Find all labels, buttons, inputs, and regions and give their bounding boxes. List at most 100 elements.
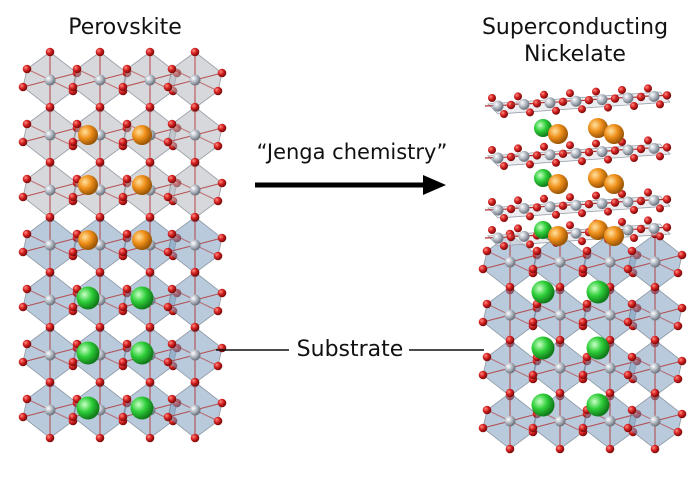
- nickel-atom: [144, 74, 156, 86]
- oxygen-atom: [45, 377, 55, 387]
- oxygen-atom: [673, 427, 683, 437]
- green-atom: [531, 280, 555, 304]
- oxygen-atom: [578, 105, 586, 114]
- nickelate-title-line1: Superconducting: [481, 15, 669, 40]
- nickel-atom: [189, 129, 201, 141]
- oxygen-atom: [163, 82, 173, 92]
- oxygen-atom: [623, 317, 633, 327]
- oxygen-atom: [644, 84, 652, 93]
- oxygen-atom: [662, 195, 672, 204]
- oxygen-atom: [22, 119, 32, 129]
- green-atom: [531, 336, 555, 360]
- oxygen-atom: [163, 412, 173, 422]
- green-atom: [76, 341, 100, 365]
- oxygen-atom: [610, 198, 620, 207]
- oxygen-atom: [213, 251, 223, 261]
- oxygen-atom: [45, 322, 55, 332]
- oxygen-atom: [673, 268, 683, 278]
- oxygen-atom: [673, 374, 683, 384]
- nickel-atom: [554, 309, 566, 321]
- oxygen-atom: [578, 157, 586, 166]
- oxygen-atom: [190, 212, 200, 222]
- nickel-atom: [649, 415, 661, 427]
- oxygen-atom: [500, 110, 508, 118]
- oxygen-atom: [630, 102, 638, 110]
- green-atom: [534, 221, 552, 239]
- oxygen-atom: [145, 322, 155, 332]
- oxygen-atom: [18, 192, 28, 202]
- oxygen-atom: [488, 226, 496, 234]
- oxygen-atom: [163, 192, 173, 202]
- oxygen-atom: [18, 302, 28, 312]
- oxygen-atom: [122, 119, 132, 129]
- oxygen-atom: [488, 146, 496, 154]
- oxygen-atom: [500, 242, 508, 250]
- oxygen-atom: [22, 284, 32, 294]
- oxygen-atom: [68, 412, 78, 422]
- oxygen-atom: [488, 198, 496, 206]
- oxygen-atom: [558, 149, 568, 158]
- oxygen-atom: [500, 214, 508, 222]
- oxygen-atom: [18, 357, 28, 367]
- green-atom: [534, 169, 552, 187]
- oxygen-atom: [656, 152, 664, 161]
- nickel-atom: [44, 184, 56, 196]
- orange-atom: [548, 174, 568, 194]
- oxygen-atom: [217, 398, 227, 408]
- oxygen-atom: [95, 322, 105, 332]
- green-atom: [586, 393, 610, 417]
- oxygen-atom: [578, 370, 588, 380]
- nickel-atom: [604, 256, 616, 268]
- nickelate-structure: [478, 84, 687, 454]
- nickel-atom: [622, 144, 634, 156]
- oxygen-atom: [636, 196, 646, 206]
- oxygen-atom: [528, 264, 538, 274]
- oxygen-atom: [636, 224, 646, 234]
- oxygen-atom: [22, 174, 32, 184]
- oxygen-atom: [644, 136, 652, 145]
- green-atom: [531, 393, 555, 417]
- nickel-atom: [649, 362, 661, 374]
- nickel-atom: [648, 194, 660, 206]
- oxygen-atom: [217, 68, 227, 78]
- oxygen-atom: [122, 64, 132, 74]
- oxygen-atom: [190, 377, 200, 387]
- oxygen-atom: [592, 139, 600, 148]
- oxygen-atom: [514, 92, 522, 101]
- nickel-atom: [544, 97, 556, 109]
- oxygen-atom: [190, 157, 200, 167]
- oxygen-atom: [18, 412, 28, 422]
- oxygen-atom: [190, 102, 200, 112]
- nickel-atom: [492, 232, 504, 244]
- nickel-atom: [622, 196, 634, 208]
- oxygen-atom: [582, 299, 592, 309]
- oxygen-atom: [506, 232, 516, 242]
- nickel-atom: [189, 74, 201, 86]
- oxygen-atom: [213, 196, 223, 206]
- oxygen-atom: [526, 160, 534, 169]
- oxygen-atom: [22, 339, 32, 349]
- nickel-atom: [570, 95, 582, 107]
- oxygen-atom: [145, 212, 155, 222]
- oxygen-atom: [532, 151, 542, 160]
- oxygen-atom: [650, 444, 660, 454]
- oxygen-atom: [68, 302, 78, 312]
- orange-atom: [588, 220, 608, 240]
- oxygen-atom: [482, 405, 492, 415]
- oxygen-atom: [673, 321, 683, 331]
- nickel-atom: [189, 294, 201, 306]
- oxygen-atom: [592, 87, 600, 96]
- oxygen-atom: [636, 144, 646, 154]
- orange-atom: [588, 168, 608, 188]
- oxygen-atom: [505, 335, 515, 345]
- nickel-atom: [189, 349, 201, 361]
- oxygen-atom: [558, 97, 568, 107]
- oxygen-atom: [555, 335, 565, 345]
- oxygen-atom: [528, 423, 538, 433]
- oxygen-atom: [45, 212, 55, 222]
- nickel-atom: [544, 149, 556, 161]
- nickel-atom: [504, 309, 516, 321]
- nickel-atom: [622, 224, 634, 236]
- oxygen-atom: [552, 158, 560, 167]
